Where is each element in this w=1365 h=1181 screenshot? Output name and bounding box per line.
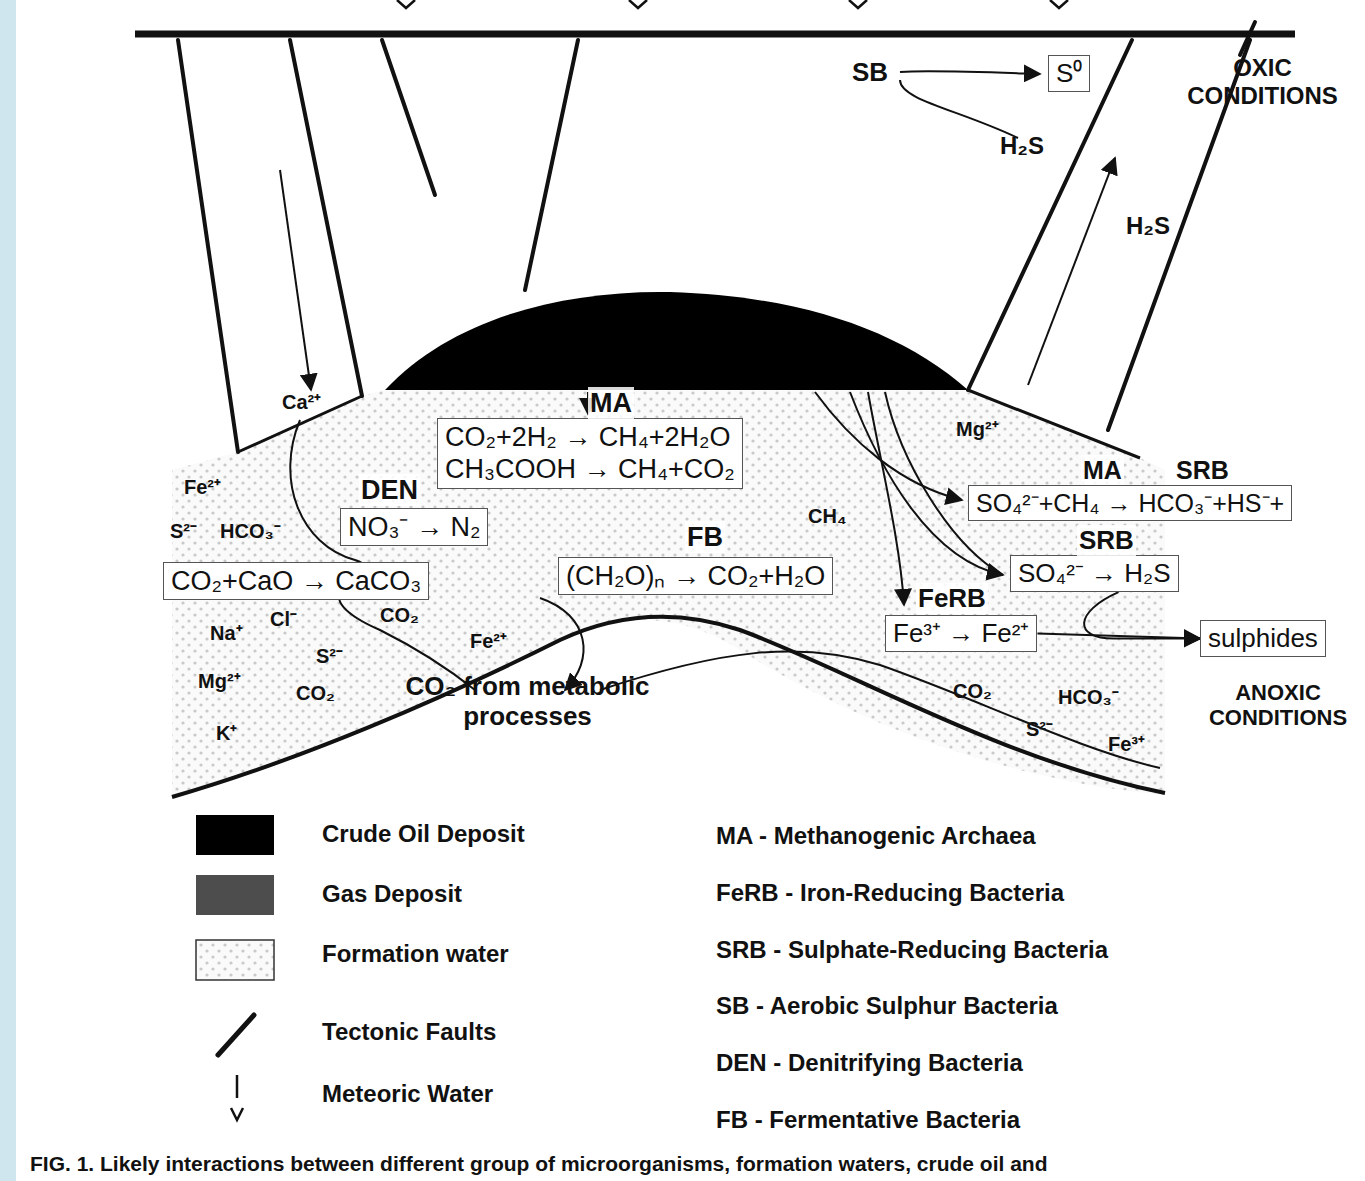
reaction-text: SO₄²⁻ → H₂S: [1018, 558, 1171, 589]
legend-swatch: [196, 815, 274, 855]
reaction-text: (CH₂O)ₙ → CO₂+H₂O: [566, 560, 825, 592]
reaction-text: CO₂+CaO → CaCO₃: [171, 565, 421, 597]
annotation-label: Cl⁻: [270, 608, 297, 631]
annotation-label: Fe²⁺: [184, 476, 221, 499]
legend-text: Gas Deposit: [322, 880, 462, 908]
reaction-box: SRBSO₄²⁻ → H₂S: [1010, 555, 1179, 592]
legend-swatch: [196, 875, 274, 915]
group-heading: FB: [685, 521, 725, 553]
group-heading: MA: [1081, 455, 1124, 485]
reaction-text: NO₃⁻ → N₂: [348, 511, 480, 543]
annotation-label: Ca²⁺: [282, 391, 321, 414]
annotation-label: CO₂ from metabolic processes: [400, 672, 655, 732]
annotation-label: SB - Aerobic Sulphur Bacteria: [716, 992, 1058, 1020]
legend-text: Tectonic Faults: [322, 1018, 496, 1046]
annotation-label: HCO₃⁻: [1058, 686, 1119, 709]
reaction-box: S⁰: [1048, 55, 1090, 92]
reaction-text: Fe³⁺ → Fe²⁺: [893, 618, 1029, 649]
reaction-text: sulphides: [1208, 623, 1318, 654]
reaction-text: CH₃COOH → CH₄+CO₂: [445, 453, 735, 485]
group-heading: FeRB: [916, 583, 988, 614]
reaction-box: FeRBFe³⁺ → Fe²⁺: [885, 615, 1037, 652]
annotation-label: CH₄: [808, 505, 846, 528]
annotation-label: H₂S: [1000, 132, 1044, 160]
annotation-label: SB: [852, 58, 888, 88]
reaction-box: CO₂+CaO → CaCO₃: [163, 562, 429, 600]
annotation-label: CO₂: [380, 604, 419, 627]
group-heading: DEN: [359, 474, 420, 506]
annotation-label: S²⁻: [316, 645, 343, 668]
reaction-box: MASRBSO₄²⁻+CH₄ → HCO₃⁻+HS⁻+: [968, 485, 1292, 521]
reaction-text: CO₂+2H₂ → CH₄+2H₂O: [445, 421, 735, 453]
annotation-label: CO₂: [953, 680, 992, 703]
annotation-label: H₂S: [1126, 212, 1170, 240]
reaction-box: MACO₂+2H₂ → CH₄+2H₂OCH₃COOH → CH₄+CO₂: [437, 418, 743, 489]
annotation-label: Mg²⁺: [198, 670, 241, 693]
group-heading: MA: [588, 387, 634, 419]
reaction-box: DENNO₃⁻ → N₂: [340, 508, 488, 546]
reaction-text: S⁰: [1056, 58, 1082, 89]
annotation-label: S²⁻: [1026, 718, 1053, 741]
legend-text: Crude Oil Deposit: [322, 820, 525, 848]
annotation-label: DEN - Denitrifying Bacteria: [716, 1049, 1023, 1077]
annotation-label: Mg²⁺: [956, 418, 999, 441]
figure-caption: FIG. 1. Likely interactions between diff…: [30, 1152, 1048, 1176]
group-heading: SRB: [1174, 455, 1231, 485]
reaction-box: sulphides: [1200, 620, 1326, 657]
annotation-label: FeRB - Iron-Reducing Bacteria: [716, 879, 1064, 907]
annotation-label: MA - Methanogenic Archaea: [716, 822, 1036, 850]
reaction-box: FB(CH₂O)ₙ → CO₂+H₂O: [558, 557, 833, 595]
annotation-label: SRB - Sulphate-Reducing Bacteria: [716, 936, 1108, 964]
annotation-label: FB - Fermentative Bacteria: [716, 1106, 1020, 1134]
legend-text: Meteoric Water: [322, 1080, 493, 1108]
annotation-label: K⁺: [216, 722, 237, 745]
process-arrow: [1037, 634, 1200, 639]
process-arrow: [1084, 592, 1200, 638]
annotation-label: Fe²⁺: [470, 630, 507, 653]
annotation-label: OXIC CONDITIONS: [1160, 54, 1365, 109]
annotation-label: Na⁺: [210, 622, 243, 645]
reaction-text: SO₄²⁻+CH₄ → HCO₃⁻+HS⁻+: [976, 488, 1284, 518]
annotation-label: ANOXIC CONDITIONS: [1192, 680, 1364, 731]
annotation-label: Fe³⁺: [1108, 733, 1145, 756]
legend-text: Formation water: [322, 940, 509, 968]
page-strip: [0, 0, 16, 1181]
group-heading: SRB: [1077, 525, 1136, 556]
annotation-label: HCO₃⁻: [220, 520, 281, 543]
annotation-label: S²⁻: [170, 520, 197, 543]
annotation-label: CO₂: [296, 682, 335, 705]
